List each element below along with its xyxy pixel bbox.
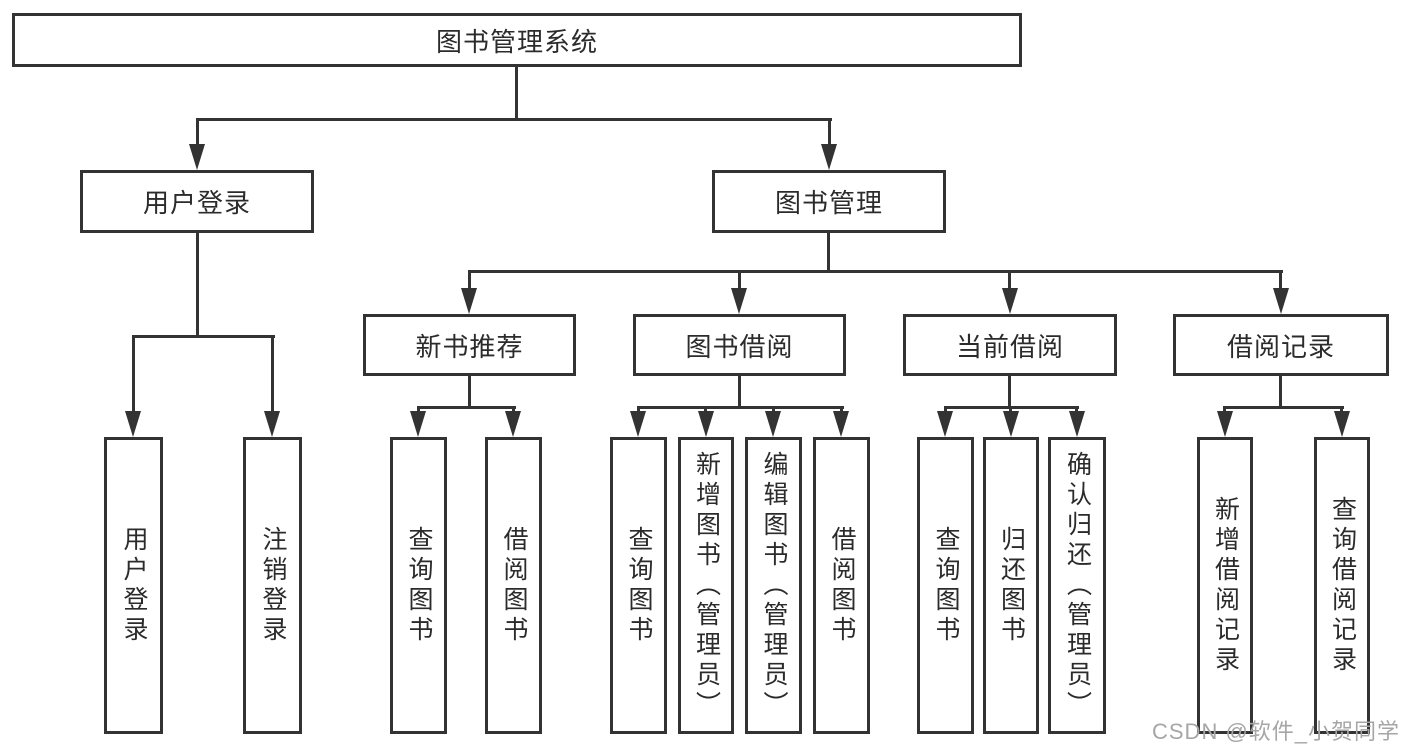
leaf-query-borrow-record: 查询借阅记录 bbox=[1314, 437, 1370, 734]
leaf-label: 用户登录 bbox=[120, 525, 148, 646]
connector-drop bbox=[417, 406, 420, 413]
connector-drop bbox=[512, 406, 515, 413]
arrow-down bbox=[1069, 411, 1085, 437]
leaf-edit-books-admin: 编辑图书（管理员） bbox=[745, 437, 802, 734]
arrow-down bbox=[505, 411, 521, 437]
connector-mgmt-stem bbox=[827, 233, 830, 270]
leaf-label: 注销登录 bbox=[259, 525, 287, 646]
arrow-down bbox=[731, 288, 747, 314]
arrow-down bbox=[833, 411, 849, 437]
arrow-down bbox=[698, 411, 714, 437]
arrow-down bbox=[1002, 288, 1018, 314]
arrow-down bbox=[765, 411, 781, 437]
arrow-down bbox=[189, 144, 205, 170]
connector-drop bbox=[1075, 406, 1078, 413]
connector-drop bbox=[772, 406, 775, 413]
leaf-label: 新增借阅记录 bbox=[1211, 495, 1240, 676]
connector-user-branch bbox=[132, 335, 275, 338]
leaf-add-borrow-record: 新增借阅记录 bbox=[1197, 437, 1253, 734]
connector-records-branch bbox=[1223, 406, 1344, 409]
leaf-query-books-current: 查询图书 bbox=[917, 437, 974, 734]
node-book-management: 图书管理 bbox=[712, 170, 946, 233]
connector-drop bbox=[1340, 406, 1343, 413]
node-new-book-recommend: 新书推荐 bbox=[363, 314, 576, 376]
connector-drop bbox=[1223, 406, 1226, 413]
arrow-down bbox=[264, 411, 280, 437]
connector-borrowing-stem bbox=[738, 376, 741, 406]
node-current-borrowing: 当前借阅 bbox=[903, 314, 1117, 376]
connector-root-branch bbox=[196, 118, 832, 121]
arrow-down bbox=[630, 411, 646, 437]
connector-drop-records bbox=[1279, 270, 1282, 290]
connector-drop-user-login bbox=[196, 118, 199, 146]
leaf-label: 归还图书 bbox=[997, 525, 1026, 646]
connector-drop-borrowing bbox=[738, 270, 741, 290]
connector-recommend-branch bbox=[417, 406, 516, 409]
leaf-borrow-books-borrowing: 借阅图书 bbox=[813, 437, 870, 734]
connector-user-stem bbox=[196, 233, 199, 335]
connector-drop-leaf-logout bbox=[271, 335, 274, 412]
connector-drop-current bbox=[1008, 270, 1011, 290]
leaf-label: 借阅图书 bbox=[500, 525, 528, 646]
arrow-down bbox=[821, 144, 837, 170]
leaf-return-books: 归还图书 bbox=[983, 437, 1039, 734]
connector-drop bbox=[840, 406, 843, 413]
arrow-down bbox=[461, 288, 477, 314]
leaf-label: 编辑图书（管理员） bbox=[760, 450, 788, 721]
arrow-down bbox=[1334, 411, 1350, 437]
arrow-down bbox=[1217, 411, 1233, 437]
arrow-down bbox=[125, 411, 141, 437]
node-borrow-records: 借阅记录 bbox=[1173, 314, 1389, 376]
arrow-down bbox=[937, 411, 953, 437]
connector-current-stem bbox=[1008, 376, 1011, 406]
leaf-label: 借阅图书 bbox=[828, 525, 856, 646]
arrow-down bbox=[1003, 411, 1019, 437]
leaf-confirm-return-admin: 确认归还（管理员） bbox=[1048, 437, 1106, 734]
leaf-label: 查询图书 bbox=[625, 525, 653, 646]
watermark: CSDN @软件_小贺同学 bbox=[1152, 719, 1401, 744]
arrow-down bbox=[1273, 288, 1289, 314]
leaf-logout: 注销登录 bbox=[243, 437, 302, 734]
leaf-label: 查询图书 bbox=[405, 525, 433, 646]
leaf-label: 查询图书 bbox=[932, 525, 960, 646]
node-book-borrowing: 图书借阅 bbox=[633, 314, 846, 376]
connector-borrowing-branch bbox=[637, 406, 844, 409]
connector-drop bbox=[704, 406, 707, 413]
node-root: 图书管理系统 bbox=[12, 13, 1022, 67]
leaf-borrow-books-recommend: 借阅图书 bbox=[485, 437, 542, 734]
connector-records-stem bbox=[1279, 376, 1282, 406]
connector-drop-leaf-user-login bbox=[132, 335, 135, 412]
leaf-label: 查询借阅记录 bbox=[1328, 495, 1357, 676]
leaf-label: 新增图书（管理员） bbox=[692, 450, 721, 721]
connector-recommend-stem bbox=[468, 376, 471, 406]
connector-drop bbox=[944, 406, 947, 413]
connector-drop bbox=[637, 406, 640, 413]
connector-mgmt-branch bbox=[468, 270, 1283, 273]
connector-root-stem bbox=[515, 67, 518, 118]
leaf-query-books-borrowing: 查询图书 bbox=[610, 437, 667, 734]
leaf-query-books-recommend: 查询图书 bbox=[390, 437, 447, 734]
arrow-down bbox=[410, 411, 426, 437]
leaf-user-login: 用户登录 bbox=[104, 437, 163, 734]
connector-drop-recommend bbox=[468, 270, 471, 290]
connector-drop-book-management bbox=[828, 118, 831, 146]
connector-drop bbox=[1009, 406, 1012, 413]
leaf-label: 确认归还（管理员） bbox=[1063, 450, 1092, 721]
leaf-add-books-admin: 新增图书（管理员） bbox=[678, 437, 734, 734]
node-user-login: 用户登录 bbox=[80, 170, 314, 233]
